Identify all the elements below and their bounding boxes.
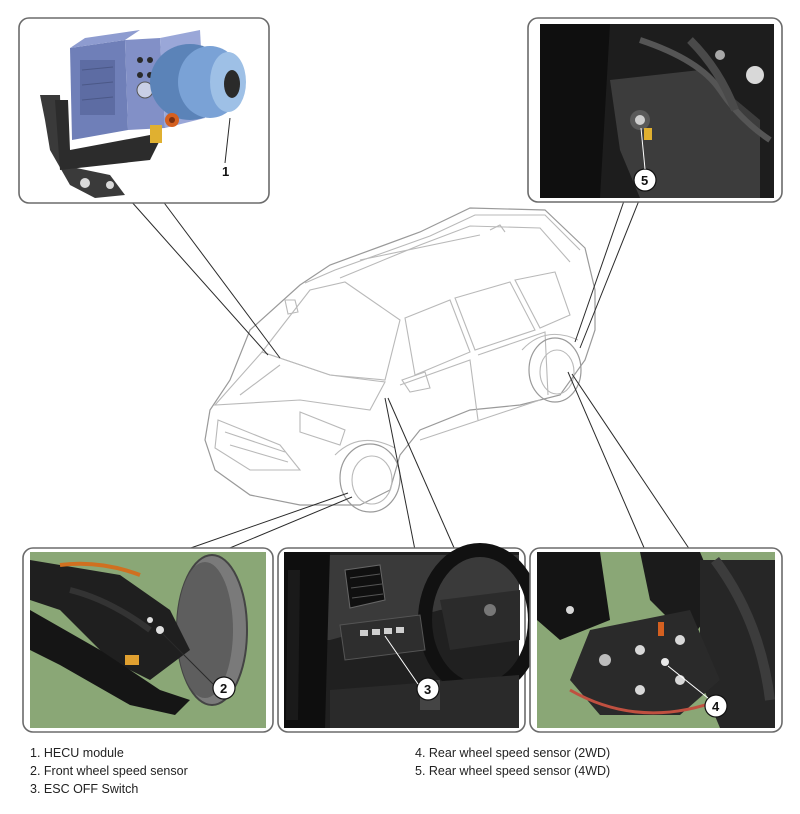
panel-hecu-module: 1: [18, 17, 270, 204]
legend-item-front-sensor: 2. Front wheel speed sensor: [30, 764, 188, 778]
panel-front-sensor: 2: [22, 547, 274, 733]
panel-esc-off-switch: 3: [277, 543, 542, 733]
callout-3: 3: [424, 682, 431, 697]
callout-2: 2: [220, 681, 227, 696]
legend-item-hecu: 1. HECU module: [30, 746, 124, 760]
panel-rear-sensor-4wd: 5: [527, 17, 783, 203]
legend-item-rear-2wd: 4. Rear wheel speed sensor (2WD): [415, 746, 611, 760]
car-illustration: [204, 207, 596, 513]
leader-lines: [129, 197, 691, 551]
legend-right: 4. Rear wheel speed sensor (2WD) 5. Rear…: [415, 744, 610, 780]
callout-5: 5: [641, 173, 648, 188]
legend-left: 1. HECU module 2. Front wheel speed sens…: [30, 744, 188, 798]
panel-rear-sensor-2wd: 4: [529, 547, 783, 733]
legend-item-esc-switch: 3. ESC OFF Switch: [30, 782, 139, 796]
legend-item-rear-4wd: 5. Rear wheel speed sensor (4WD): [415, 764, 611, 778]
callout-1: 1: [222, 164, 229, 179]
callout-4: 4: [712, 699, 720, 714]
